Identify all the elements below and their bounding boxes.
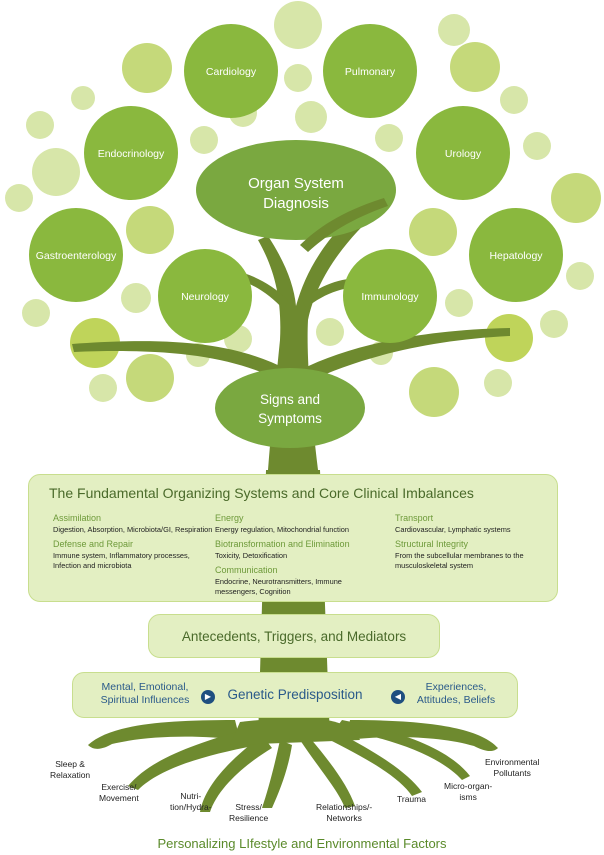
label-pulmonary: Pulmonary	[345, 66, 396, 78]
root-env-line2: Pollutants	[493, 768, 531, 778]
genetic-center-label: Genetic Predisposition	[227, 687, 363, 702]
root-relationships-line2: Networks	[326, 813, 362, 823]
signs-line1: Signs and	[260, 392, 320, 407]
root-label-relationships: Relationships/- Networks	[316, 802, 372, 824]
core-desc-energy: Energy regulation, Mitochondrial functio…	[215, 525, 349, 534]
genetic-right-line1: Experiences,	[425, 681, 487, 693]
core-imbalances-panel: The Fundamental Organizing Systems and C…	[28, 474, 558, 602]
core-column-2: Energy Energy regulation, Mitochondrial …	[215, 513, 385, 601]
genetic-left-line2: Spiritual Influences	[100, 694, 190, 706]
label-urology: Urology	[445, 148, 482, 160]
root-nutrition-line1: Nutri-	[180, 791, 202, 801]
specialty-circles: Cardiology Pulmonary Endocrinology Urolo…	[29, 24, 563, 343]
core-head-structural: Structural Integrity	[395, 539, 469, 549]
root-label-exercise: Exercise/ Movement	[99, 782, 139, 804]
core-panel-title: The Fundamental Organizing Systems and C…	[49, 485, 474, 501]
core-desc-assimilation: Digestion, Absorption, Microbiota/GI, Re…	[53, 525, 213, 534]
footer-title: Personalizing LIfestyle and Environmenta…	[157, 836, 447, 851]
label-neurology: Neurology	[181, 291, 230, 303]
specialty-circle-immunology	[343, 249, 437, 343]
root-exercise-line2: Movement	[99, 793, 139, 803]
core-desc-defense: Immune system, Inflammatory processes, I…	[53, 551, 190, 570]
arrow-right-icon: ▶	[201, 690, 215, 704]
specialty-circle-urology	[416, 106, 510, 200]
core-desc-structural: From the subcellular membranes to the mu…	[395, 551, 524, 570]
signs-ellipse	[215, 368, 365, 448]
signs-line2: Symptoms	[258, 411, 322, 426]
antecedents-panel: Antecedents, Triggers, and Mediators	[148, 614, 440, 658]
root-trauma-line1: Trauma	[397, 794, 426, 804]
genetic-right-line2: Attitudes, Beliefs	[416, 694, 496, 706]
tree-trunk	[72, 196, 510, 740]
label-cardiology: Cardiology	[206, 66, 257, 78]
root-micro-line1: Micro-organ-	[444, 781, 493, 791]
root-label-environmental: Environmental Pollutants	[485, 757, 539, 779]
root-sleep-line2: Relaxation	[50, 770, 91, 780]
root-label-trauma: Trauma	[397, 794, 426, 805]
label-endocrinology: Endocrinology	[98, 148, 165, 160]
organ-system-line1: Organ System	[248, 175, 344, 192]
root-stress-line2: Resilience	[229, 813, 269, 823]
tree-roots	[88, 717, 498, 812]
core-column-1: Assimilation Digestion, Absorption, Micr…	[53, 513, 213, 575]
specialty-circle-cardiology	[184, 24, 278, 118]
root-micro-line2: isms	[459, 792, 477, 802]
core-desc-transport: Cardiovascular, Lymphatic systems	[395, 525, 511, 534]
core-head-communication: Communication	[215, 565, 278, 575]
genetic-panel: Mental, Emotional, Spiritual Influences …	[72, 672, 518, 718]
specialty-circle-neurology	[158, 249, 252, 343]
core-column-3: Transport Cardiovascular, Lymphatic syst…	[395, 513, 555, 575]
label-hepatology: Hepatology	[489, 250, 543, 262]
arrow-left-icon: ◀	[391, 690, 405, 704]
root-env-line1: Environmental	[485, 757, 540, 767]
core-head-biotransformation: Biotransformation and Elimination	[215, 539, 350, 549]
specialty-circle-endocrinology	[84, 106, 178, 200]
genetic-right-text: Experiences, Attitudes, Beliefs	[403, 681, 509, 707]
root-exercise-line1: Exercise/	[101, 782, 137, 792]
genetic-left-text: Mental, Emotional, Spiritual Influences	[85, 681, 205, 707]
root-label-stress: Stress/ Resilience	[229, 802, 268, 824]
root-label-nutrition: Nutri- tion/Hydra-	[170, 791, 212, 813]
label-gastroenterology: Gastroenterology	[36, 250, 117, 262]
branch-tips	[300, 198, 388, 252]
root-nutrition-line2: tion/Hydra-	[170, 802, 212, 812]
specialty-circle-gastroenterology	[29, 208, 123, 302]
genetic-left-line1: Mental, Emotional,	[101, 681, 189, 693]
specialty-circle-pulmonary	[323, 24, 417, 118]
core-head-transport: Transport	[395, 513, 434, 523]
specialty-circle-hepatology	[469, 208, 563, 302]
root-relationships-line1: Relationships/-	[316, 802, 373, 812]
root-stress-line1: Stress/	[235, 802, 262, 812]
root-label-sleep: Sleep & Relaxation	[50, 759, 90, 781]
root-sleep-line1: Sleep &	[55, 759, 85, 769]
organ-system-line2: Diagnosis	[263, 195, 329, 212]
core-head-assimilation: Assimilation	[53, 513, 102, 523]
core-desc-biotransformation: Toxicity, Detoxification	[215, 551, 288, 560]
core-head-defense: Defense and Repair	[53, 539, 134, 549]
core-head-energy: Energy	[215, 513, 244, 523]
core-desc-communication: Endocrine, Neurotransmitters, Immune mes…	[215, 577, 342, 596]
root-label-microorganisms: Micro-organ- isms	[444, 781, 492, 803]
antecedents-label: Antecedents, Triggers, and Mediators	[181, 628, 407, 644]
label-immunology: Immunology	[361, 291, 419, 303]
